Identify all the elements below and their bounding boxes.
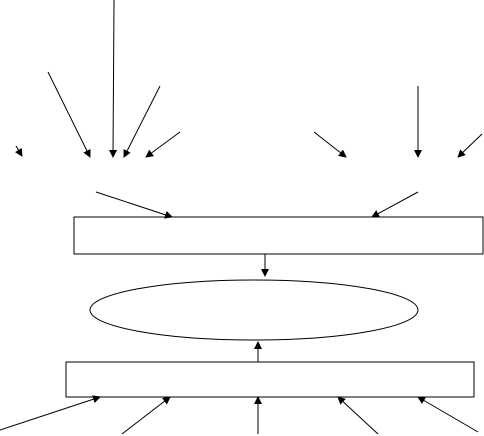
- bottom-arrow-4: [337, 396, 379, 435]
- arrow-into-upper-box-left: [95, 191, 173, 219]
- top-arrow-2: [47, 71, 91, 158]
- upper-box: [73, 216, 484, 255]
- bottom-arrow-1: [0, 395, 101, 431]
- central-ellipse: [89, 279, 419, 341]
- bottom-arrow-2: [121, 396, 171, 435]
- lower-box: [65, 361, 475, 398]
- top-arrow-6: [313, 131, 347, 158]
- arrow-into-upper-box-right: [371, 191, 419, 218]
- top-arrow-5: [145, 131, 181, 158]
- top-arrow-8: [457, 133, 483, 158]
- bottom-arrow-5: [417, 396, 479, 433]
- top-arrow-3: [109, 0, 118, 158]
- top-arrow-1: [14, 145, 23, 157]
- top-arrow-4: [123, 85, 161, 158]
